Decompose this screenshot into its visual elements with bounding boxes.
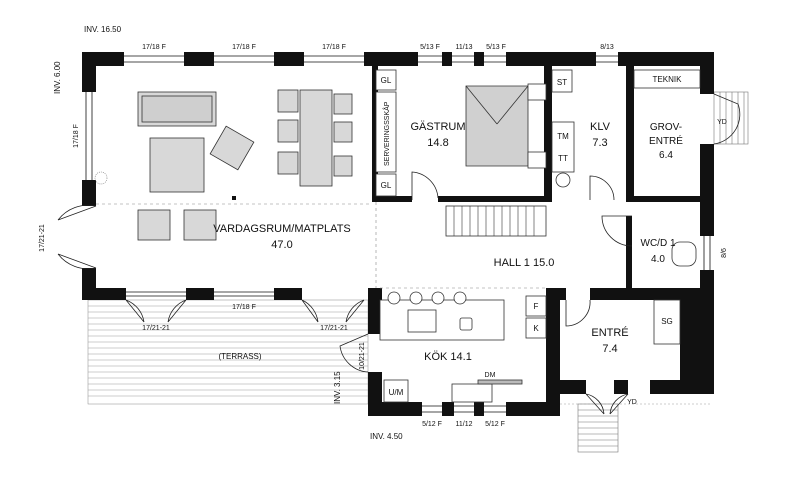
room-terrace-name: (TERRASS) xyxy=(218,352,261,361)
stair-treads xyxy=(453,206,535,236)
terrace-deck xyxy=(87,299,369,405)
window-labels: 17/18 F 17/18 F 17/18 F 5/13 F 11/13 5/1… xyxy=(39,44,728,428)
fixture-tm: TM xyxy=(557,132,569,141)
fixture-yd-entry: YD xyxy=(627,399,637,406)
room-utility-area: 6.4 xyxy=(659,150,673,161)
fixture-k: K xyxy=(533,324,539,333)
room-living-name: VARDAGSRUM/MATPLATS xyxy=(213,223,351,235)
window-label-top5: 11/13 xyxy=(456,44,473,51)
windows xyxy=(85,55,711,413)
room-kitchen-name: KÖK 14.1 xyxy=(424,351,472,363)
room-entry-name: ENTRÉ xyxy=(591,326,628,339)
room-closet-name: KLV xyxy=(590,121,611,133)
window-label-kitchen-door: 10/21-21 xyxy=(359,342,366,370)
window-label-top7: 8/13 xyxy=(600,44,614,51)
entry-steps xyxy=(560,403,712,453)
room-utility-name2: ENTRÉ xyxy=(649,134,683,147)
room-guest-name: GÄSTRUM xyxy=(411,121,466,133)
fixture-gl-top: GL xyxy=(381,76,392,85)
doors xyxy=(57,93,741,415)
window-label-door1: 17/21-21 xyxy=(142,325,170,332)
window-label-bot2: 11/12 xyxy=(456,421,473,428)
room-wc-name: WC/D 1 xyxy=(641,238,676,249)
window-label-living-bottom: 17/18 F xyxy=(232,304,256,311)
window-label-right1: 8/6 xyxy=(721,248,728,258)
window-label-top4: 5/13 F xyxy=(420,44,440,51)
room-entry-area: 7.4 xyxy=(602,343,617,355)
fixture-yd-utility: YD xyxy=(717,119,727,126)
window-label-left1: 17/18 F xyxy=(73,124,80,148)
room-utility-name: GROV- xyxy=(650,122,682,133)
level-terrace: INV. 3.15 xyxy=(333,371,342,404)
room-technical-name: TEKNIK xyxy=(653,75,683,84)
fixture-sg: SG xyxy=(661,317,673,326)
fixture-tt: TT xyxy=(558,154,568,163)
fixture-f: F xyxy=(534,302,539,311)
level-left: INV. 6.00 xyxy=(53,61,62,94)
room-closet-area: 7.3 xyxy=(592,137,607,149)
fixture-labels: GL GL SERVERINGSSKÅP ST TM TT YD YD SG F… xyxy=(381,76,727,406)
window-label-door2: 17/21-21 xyxy=(320,325,348,332)
window-label-top6: 5/13 F xyxy=(486,44,506,51)
room-living-area: 47.0 xyxy=(271,239,292,251)
fixture-serving-cabinet: SERVERINGSSKÅP xyxy=(382,101,391,166)
window-label-bot1: 5/12 F xyxy=(422,421,442,428)
window-label-top3: 17/18 F xyxy=(322,44,346,51)
level-top: INV. 16.50 xyxy=(84,25,122,34)
window-label-top2: 17/18 F xyxy=(232,44,256,51)
walls xyxy=(82,52,714,416)
fixture-st: ST xyxy=(557,78,567,87)
window-label-bot3: 5/12 F xyxy=(485,421,505,428)
dashed-lines xyxy=(96,202,546,289)
level-labels: INV. 16.50 INV. 6.00 INV. 4.50 INV. 3.15 xyxy=(53,25,403,441)
furniture xyxy=(137,83,547,241)
room-wc-area: 4.0 xyxy=(651,254,665,265)
room-guest-area: 14.8 xyxy=(427,137,448,149)
window-label-top1: 17/18 F xyxy=(142,44,166,51)
fixture-gl-bottom: GL xyxy=(381,181,392,190)
room-labels: VARDAGSRUM/MATPLATS 47.0 GÄSTRUM 14.8 KL… xyxy=(213,75,683,363)
window-label-left-door: 17/21-21 xyxy=(39,224,46,252)
markers xyxy=(94,171,236,200)
level-bottom: INV. 4.50 xyxy=(370,432,403,441)
side-steps xyxy=(713,91,749,145)
room-hall-name: HALL 1 15.0 xyxy=(494,257,555,269)
fixture-um: U/M xyxy=(389,388,404,397)
fixture-dm: DM xyxy=(485,372,496,379)
kitchen-fixtures xyxy=(375,69,701,403)
